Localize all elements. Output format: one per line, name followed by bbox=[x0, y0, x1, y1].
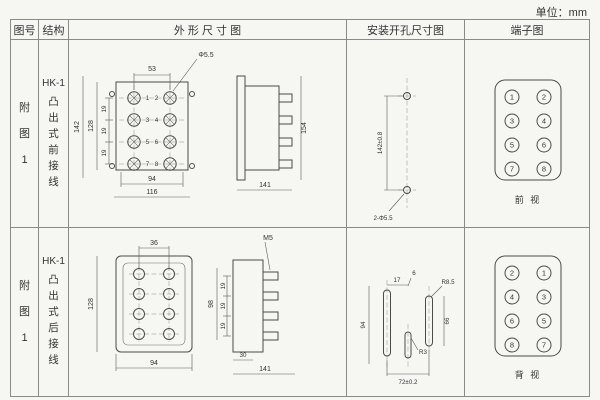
row2-outline-cell: 36 128 94 98 19 19 19 M5 bbox=[69, 228, 347, 396]
dim-bottom-outer: 116 bbox=[146, 189, 157, 196]
mounting-drawing-front-wiring: 142±0.8 2-Φ5.5 bbox=[373, 78, 416, 222]
terminal-no: 4 bbox=[155, 117, 159, 124]
view-label: 背 视 bbox=[515, 369, 542, 380]
dim-pitch: 19 bbox=[101, 127, 108, 134]
row1-model: HK-1 bbox=[42, 77, 65, 89]
dim-screw: M5 bbox=[263, 235, 273, 242]
terminal-no: 8 bbox=[155, 161, 159, 168]
dim-center-radius: R3 bbox=[419, 349, 427, 356]
row1-mounting-cell: 142±0.8 2-Φ5.5 bbox=[347, 40, 465, 228]
row2-structure-cell: HK-1 凸出式后接线 bbox=[39, 228, 69, 396]
dim-height-outer: 142 bbox=[74, 121, 81, 133]
dim-top-width: 53 bbox=[148, 66, 156, 73]
header-outline-dims: 外 形 尺 寸 图 bbox=[69, 20, 347, 40]
terminal-no: 7 bbox=[510, 165, 514, 174]
terminal-no: 3 bbox=[510, 117, 514, 126]
dim-hole-count: 2-Φ5.5 bbox=[373, 215, 393, 222]
row1-fig-no: 附图1 bbox=[19, 101, 30, 166]
dim-depth: 30 bbox=[240, 352, 247, 359]
dim-slot-radius: R8.5 bbox=[441, 279, 455, 286]
dim-left-height: 94 bbox=[360, 321, 367, 328]
rear-side-view: 98 19 19 19 M5 30 141 bbox=[208, 235, 295, 375]
dim-pitch: 19 bbox=[101, 149, 108, 156]
terminal-no: 6 bbox=[155, 139, 159, 146]
spec-table: 图号 结构 外 形 尺 寸 图 安装开孔尺寸图 端子图 附图1 HK-1 凸出式… bbox=[10, 19, 590, 397]
terminal-no: 2 bbox=[510, 269, 514, 278]
terminal-no: 1 bbox=[542, 269, 546, 278]
dim-pitch: 19 bbox=[101, 105, 108, 112]
dim-slot-width: 6 bbox=[412, 270, 416, 277]
unit-label: 单位：mm bbox=[535, 7, 587, 19]
row1-terminal-cell: 1 2 3 4 5 6 7 8 前 视 bbox=[465, 40, 589, 228]
terminal-no: 4 bbox=[510, 293, 514, 302]
row1-wiring-type: 凸出式前接线 bbox=[48, 95, 59, 188]
terminal-no: 8 bbox=[510, 341, 514, 350]
dim-side-width: 141 bbox=[259, 182, 271, 189]
terminal-no: 2 bbox=[542, 93, 546, 102]
row2-fig-no-cell: 附图1 bbox=[11, 228, 39, 396]
dim-bottom-inner: 94 bbox=[148, 176, 156, 183]
terminal-no: 6 bbox=[542, 141, 546, 150]
relay-rear-view: 36 128 94 bbox=[88, 240, 193, 371]
dim-bottom-width: 94 bbox=[150, 360, 158, 367]
row2-terminal-cell: 2 1 4 3 6 5 8 7 背 视 bbox=[465, 228, 589, 396]
terminal-no: 7 bbox=[146, 161, 150, 168]
dim-pitch: 19 bbox=[220, 282, 227, 289]
mounting-drawing-rear-wiring: 17 6 R8.5 94 66 R3 72±0.2 bbox=[360, 270, 455, 386]
terminal-no: 1 bbox=[510, 93, 514, 102]
row2-wiring-type: 凸出式后接线 bbox=[48, 274, 59, 366]
row2-mounting-cell: 17 6 R8.5 94 66 R3 72±0.2 bbox=[347, 228, 465, 396]
dim-top-width: 36 bbox=[150, 240, 158, 247]
header-structure: 结构 bbox=[39, 20, 69, 40]
terminal-no: 1 bbox=[146, 95, 150, 102]
view-label: 前 视 bbox=[515, 194, 542, 205]
dim-side-width: 141 bbox=[259, 366, 271, 373]
terminal-diagram-rear-view: 2 1 4 3 6 5 8 7 背 视 bbox=[494, 255, 562, 380]
outline-drawing-rear-wiring: 36 128 94 98 19 19 19 M5 bbox=[88, 235, 295, 375]
terminal-no: 8 bbox=[542, 165, 546, 174]
row2-model: HK-1 bbox=[42, 256, 65, 267]
mounting-holes-front: 142±0.8 2-Φ5.5 bbox=[373, 78, 416, 222]
mounting-slots-rear: 17 6 R8.5 94 66 R3 72±0.2 bbox=[360, 270, 455, 386]
row1-fig-no-cell: 附图1 bbox=[11, 40, 39, 228]
dim-side-height: 98 bbox=[208, 300, 215, 308]
terminal-diagram-front-view: 1 2 3 4 5 6 7 8 前 视 bbox=[494, 79, 562, 205]
dim-pitch: 19 bbox=[220, 302, 227, 309]
terminal-no: 6 bbox=[510, 317, 514, 326]
dim-pitch: 19 bbox=[220, 322, 227, 329]
dim-side-height: 154 bbox=[301, 122, 308, 134]
terminal-no: 5 bbox=[542, 317, 546, 326]
outline-drawing-front-wiring: 1 2 3 4 5 6 7 8 53 Φ5.5 142 128 bbox=[74, 52, 308, 198]
dim-hole-dia: Φ5.5 bbox=[198, 52, 213, 59]
dim-height-inner: 128 bbox=[88, 120, 95, 132]
terminal-no: 7 bbox=[542, 341, 546, 350]
row1-outline-cell: 1 2 3 4 5 6 7 8 53 Φ5.5 142 128 bbox=[69, 40, 347, 228]
dim-height-left: 128 bbox=[88, 298, 95, 310]
dim-slot-offset: 17 bbox=[394, 277, 401, 284]
terminal-block: 2 1 4 3 6 5 8 7 背 视 bbox=[494, 255, 562, 380]
terminal-block: 1 2 3 4 5 6 7 8 前 视 bbox=[494, 79, 562, 205]
row2-fig-no: 附图1 bbox=[19, 280, 30, 344]
terminal-no: 5 bbox=[510, 141, 514, 150]
dim-hole-spacing: 142±0.8 bbox=[377, 131, 384, 154]
relay-front-view: 1 2 3 4 5 6 7 8 bbox=[109, 81, 195, 171]
header-mounting-dims: 安装开孔尺寸图 bbox=[347, 20, 465, 40]
relay-side-view: 154 141 bbox=[236, 75, 308, 191]
terminal-no: 3 bbox=[146, 117, 150, 124]
front-view-dimensions: 53 Φ5.5 142 128 19 19 19 94 116 bbox=[74, 52, 214, 198]
header-fig-no: 图号 bbox=[11, 20, 39, 40]
terminal-no: 5 bbox=[146, 139, 150, 146]
row1-structure-cell: HK-1 凸出式前接线 bbox=[39, 40, 69, 228]
header-terminal-diagram: 端子图 bbox=[465, 20, 589, 40]
terminal-no: 4 bbox=[542, 117, 546, 126]
dim-right-height: 66 bbox=[444, 317, 451, 324]
terminal-no: 3 bbox=[542, 293, 546, 302]
terminal-no: 2 bbox=[155, 95, 159, 102]
dim-slot-spacing: 72±0.2 bbox=[399, 379, 418, 386]
